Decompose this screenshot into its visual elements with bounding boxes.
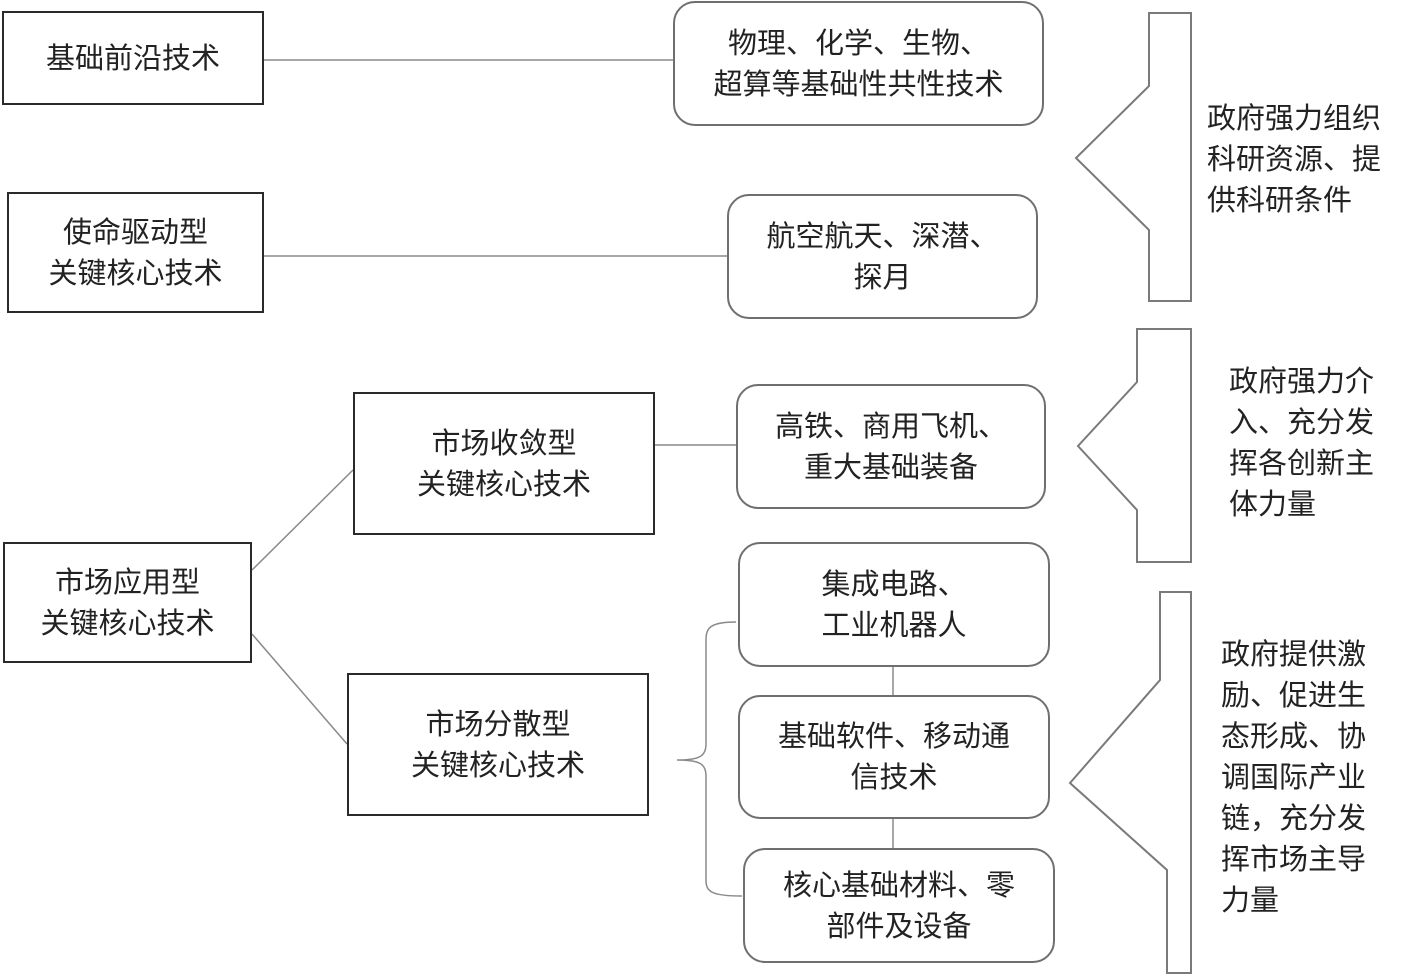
- arrow-3: [1068, 591, 1192, 974]
- example-dispersed-2-label: 基础软件、移动通 信技术: [777, 719, 1010, 794]
- connector-branch-up: [251, 469, 354, 571]
- example-dispersed-2: 基础软件、移动通 信技术: [738, 695, 1050, 819]
- example-frontier: 物理、化学、生物、 超算等基础性共性技术: [673, 1, 1044, 126]
- example-dispersed-1: 集成电路、 工业机器人: [738, 542, 1050, 667]
- example-mission-label: 航空航天、深潜、 探月: [766, 218, 999, 294]
- example-convergent: 高铁、商用飞机、 重大基础装备: [736, 384, 1046, 509]
- government-role-1-label: 政府强力组织 科研资源、提 供科研条件: [1207, 101, 1382, 217]
- government-role-3-label: 政府提供激 励、促进生 态形成、协 调国际产业 链，充分发 挥市场主导 力量: [1221, 637, 1367, 917]
- government-role-2: 政府强力介 入、充分发 挥各创新主 体力量: [1229, 361, 1409, 525]
- category-mission: 使命驱动型 关键核心技术: [7, 192, 264, 313]
- category-market-applied-label: 市场应用型 关键核心技术: [40, 564, 215, 640]
- category-market-applied: 市场应用型 关键核心技术: [3, 542, 252, 663]
- category-market-dispersed-label: 市场分散型 关键核心技术: [410, 706, 585, 782]
- example-dispersed-1-label: 集成电路、 工业机器人: [821, 566, 967, 642]
- example-dispersed-3: 核心基础材料、零 部件及设备: [743, 848, 1055, 963]
- government-role-1: 政府强力组织 科研资源、提 供科研条件: [1207, 98, 1407, 221]
- arrow-1: [1074, 12, 1192, 302]
- example-convergent-label: 高铁、商用飞机、 重大基础装备: [774, 408, 1007, 484]
- category-mission-label: 使命驱动型 关键核心技术: [48, 214, 223, 290]
- category-market-convergent-label: 市场收敛型 关键核心技术: [416, 425, 591, 501]
- government-role-3: 政府提供激 励、促进生 态形成、协 调国际产业 链，充分发 挥市场主导 力量: [1221, 634, 1406, 921]
- example-mission: 航空航天、深潜、 探月: [727, 194, 1038, 319]
- arrow-2: [1076, 328, 1192, 563]
- category-market-dispersed: 市场分散型 关键核心技术: [347, 673, 649, 816]
- example-frontier-label: 物理、化学、生物、 超算等基础性共性技术: [713, 25, 1004, 101]
- category-frontier: 基础前沿技术: [2, 11, 264, 105]
- curly-brace: [676, 621, 743, 897]
- connector-branch-down: [251, 633, 348, 745]
- government-role-2-label: 政府强力介 入、充分发 挥各创新主 体力量: [1229, 364, 1375, 521]
- category-market-convergent: 市场收敛型 关键核心技术: [353, 392, 655, 535]
- example-dispersed-3-label: 核心基础材料、零 部件及设备: [782, 867, 1015, 943]
- category-frontier-label: 基础前沿技术: [45, 40, 220, 75]
